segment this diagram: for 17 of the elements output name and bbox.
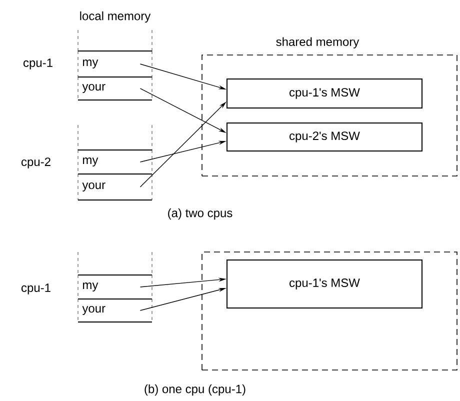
cpu-label: cpu-1 — [24, 58, 52, 70]
memory-cell: your — [78, 298, 152, 322]
memory-cell: my — [78, 50, 152, 78]
cpu-label: cpu-2 — [22, 158, 50, 168]
memory-box: cpu-1's MSW — [226, 78, 422, 108]
figure-caption: (a) two cpus — [168, 208, 232, 220]
figure-caption: (b) one cpu (cpu-1) — [144, 384, 246, 396]
cpu-label: cpu-1 — [22, 284, 50, 294]
memory-cell: your — [78, 174, 152, 200]
node-label: shared memory — [276, 37, 360, 48]
memory-box: cpu-1's MSW — [226, 260, 422, 308]
dashed-region — [202, 252, 458, 370]
memory-box: cpu-2's MSW — [226, 122, 422, 152]
column-heading: local memory — [80, 11, 151, 23]
memory-cell: my — [78, 150, 152, 174]
memory-cell: your — [78, 76, 152, 100]
memory-cell: my — [78, 274, 152, 300]
